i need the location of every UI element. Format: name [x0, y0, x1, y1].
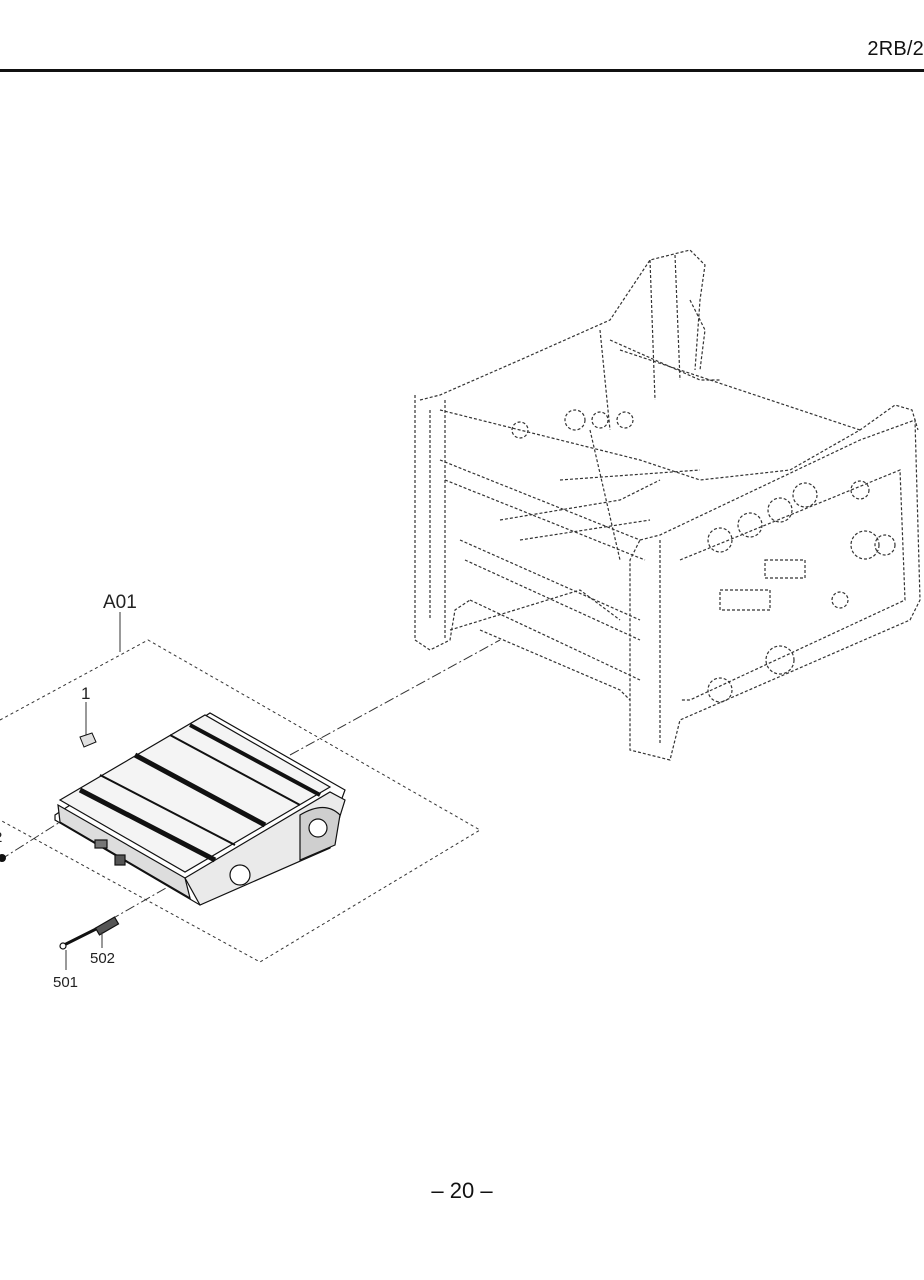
header-rule: [0, 69, 924, 72]
part-1-clip: [79, 702, 97, 748]
printer-frame: [414, 249, 921, 761]
page-number: – 20 –: [431, 1178, 493, 1203]
callout-a01: A01: [103, 592, 137, 613]
header-code: 2RB/2: [867, 38, 924, 60]
callout-part-2: 2: [0, 829, 2, 846]
callout-part-502: 502: [90, 950, 115, 967]
callout-part-1: 1: [81, 684, 90, 703]
part-2-screw: [0, 854, 6, 862]
parts-501-502-screws: [59, 916, 120, 970]
assembly-boundary: [0, 639, 481, 963]
callout-part-501: 501: [53, 974, 78, 991]
transfer-belt-unit: [54, 712, 346, 906]
